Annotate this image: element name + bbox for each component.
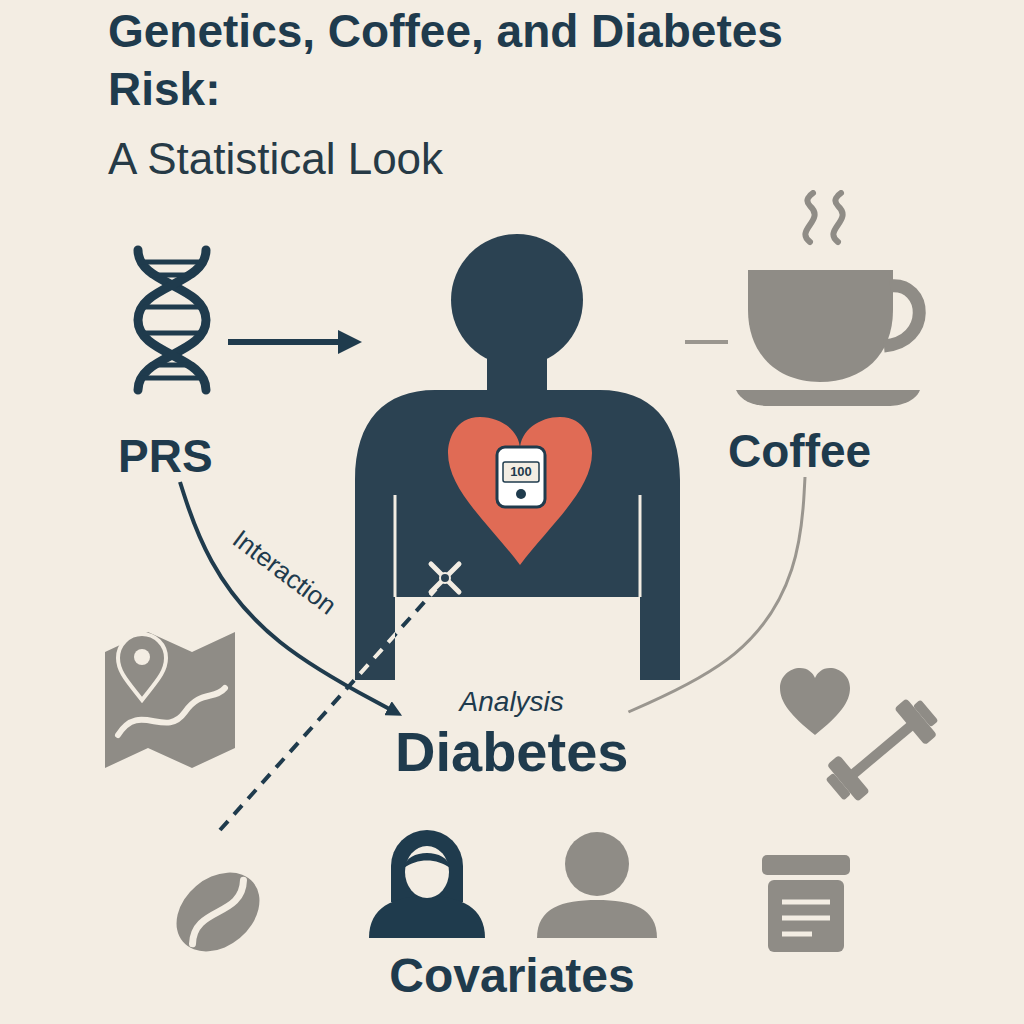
map-pin [118, 634, 166, 700]
shoulders [537, 900, 657, 938]
dna-rung [142, 376, 202, 381]
dumbbell-icon [819, 692, 945, 808]
arm-line [394, 495, 397, 597]
dumbbell-bar [850, 722, 915, 779]
heart-shape [448, 417, 592, 565]
outcome-node: AnalysisDiabetes [395, 685, 628, 785]
x-stroke [431, 564, 459, 592]
person-head [451, 234, 583, 366]
dna-helix [138, 250, 206, 390]
dumbbell-cap [913, 699, 939, 727]
x-stroke [431, 564, 459, 592]
head [565, 832, 629, 896]
map-route [118, 688, 225, 735]
map-sheet [105, 632, 235, 768]
man-icon [537, 832, 657, 938]
jar-icon [762, 855, 850, 952]
subtitle: A Statistical Look [108, 132, 443, 186]
steam-line [833, 193, 842, 242]
bean-groove [182, 880, 254, 944]
jar-line [782, 932, 812, 937]
bean-shape [161, 856, 275, 967]
connector [228, 339, 350, 345]
map-icon [105, 632, 235, 768]
dna-rung [145, 331, 199, 336]
title-holder: Genetics, Coffee, and Diabetes Risk: [108, 2, 888, 118]
person-node: 100 [350, 225, 685, 710]
meter-screen [503, 462, 539, 482]
label-holder: A Statistical Look [108, 132, 443, 186]
fringe [404, 853, 450, 868]
x-mark [431, 564, 459, 592]
diagram-title: Genetics, Coffee, and Diabetes Risk: [108, 2, 888, 118]
pin-dot [134, 649, 150, 665]
glucose-meter [497, 447, 545, 507]
hair [391, 830, 463, 902]
woman-icon [369, 830, 485, 938]
shoulders [369, 896, 485, 938]
prs-node: PRS [118, 245, 228, 482]
covariates-node: Covariates [367, 826, 657, 1004]
jar-lid [762, 855, 850, 875]
cup-body [748, 270, 893, 382]
coffee-cup-icon [728, 190, 928, 425]
dna-strand [138, 250, 206, 390]
jar-line [782, 916, 830, 921]
node-label: 100 [503, 462, 539, 482]
meter-button [516, 489, 526, 499]
node-label: Diabetes [395, 719, 628, 785]
node-label: Coffee [728, 425, 928, 477]
face [405, 846, 449, 898]
connector [685, 340, 728, 344]
person-body [355, 390, 680, 680]
dna-icon [118, 245, 228, 430]
node-label: PRS [118, 430, 228, 482]
arm-line [639, 495, 642, 597]
dashed-link [220, 589, 436, 830]
dna-rung [151, 273, 193, 278]
steam-line [805, 193, 814, 242]
dna-rung [145, 305, 199, 310]
cup-handle [884, 286, 919, 346]
dna-rung [151, 363, 193, 368]
x-center [440, 573, 450, 583]
node-label: Covariates [367, 948, 657, 1004]
jar-line [782, 900, 830, 905]
coffee-node: Coffee [728, 190, 928, 477]
jar-body [768, 880, 844, 952]
saucer [736, 390, 920, 406]
dna-rung [142, 260, 202, 265]
dna-strand [138, 250, 206, 390]
dashed-link [220, 589, 436, 830]
covariates-people [367, 826, 657, 938]
node-label: Analysis [395, 685, 628, 719]
coffee-bean-icon [161, 856, 275, 967]
heart-icon [780, 668, 850, 735]
steam [805, 193, 842, 242]
dumbbell-cap [826, 773, 852, 801]
